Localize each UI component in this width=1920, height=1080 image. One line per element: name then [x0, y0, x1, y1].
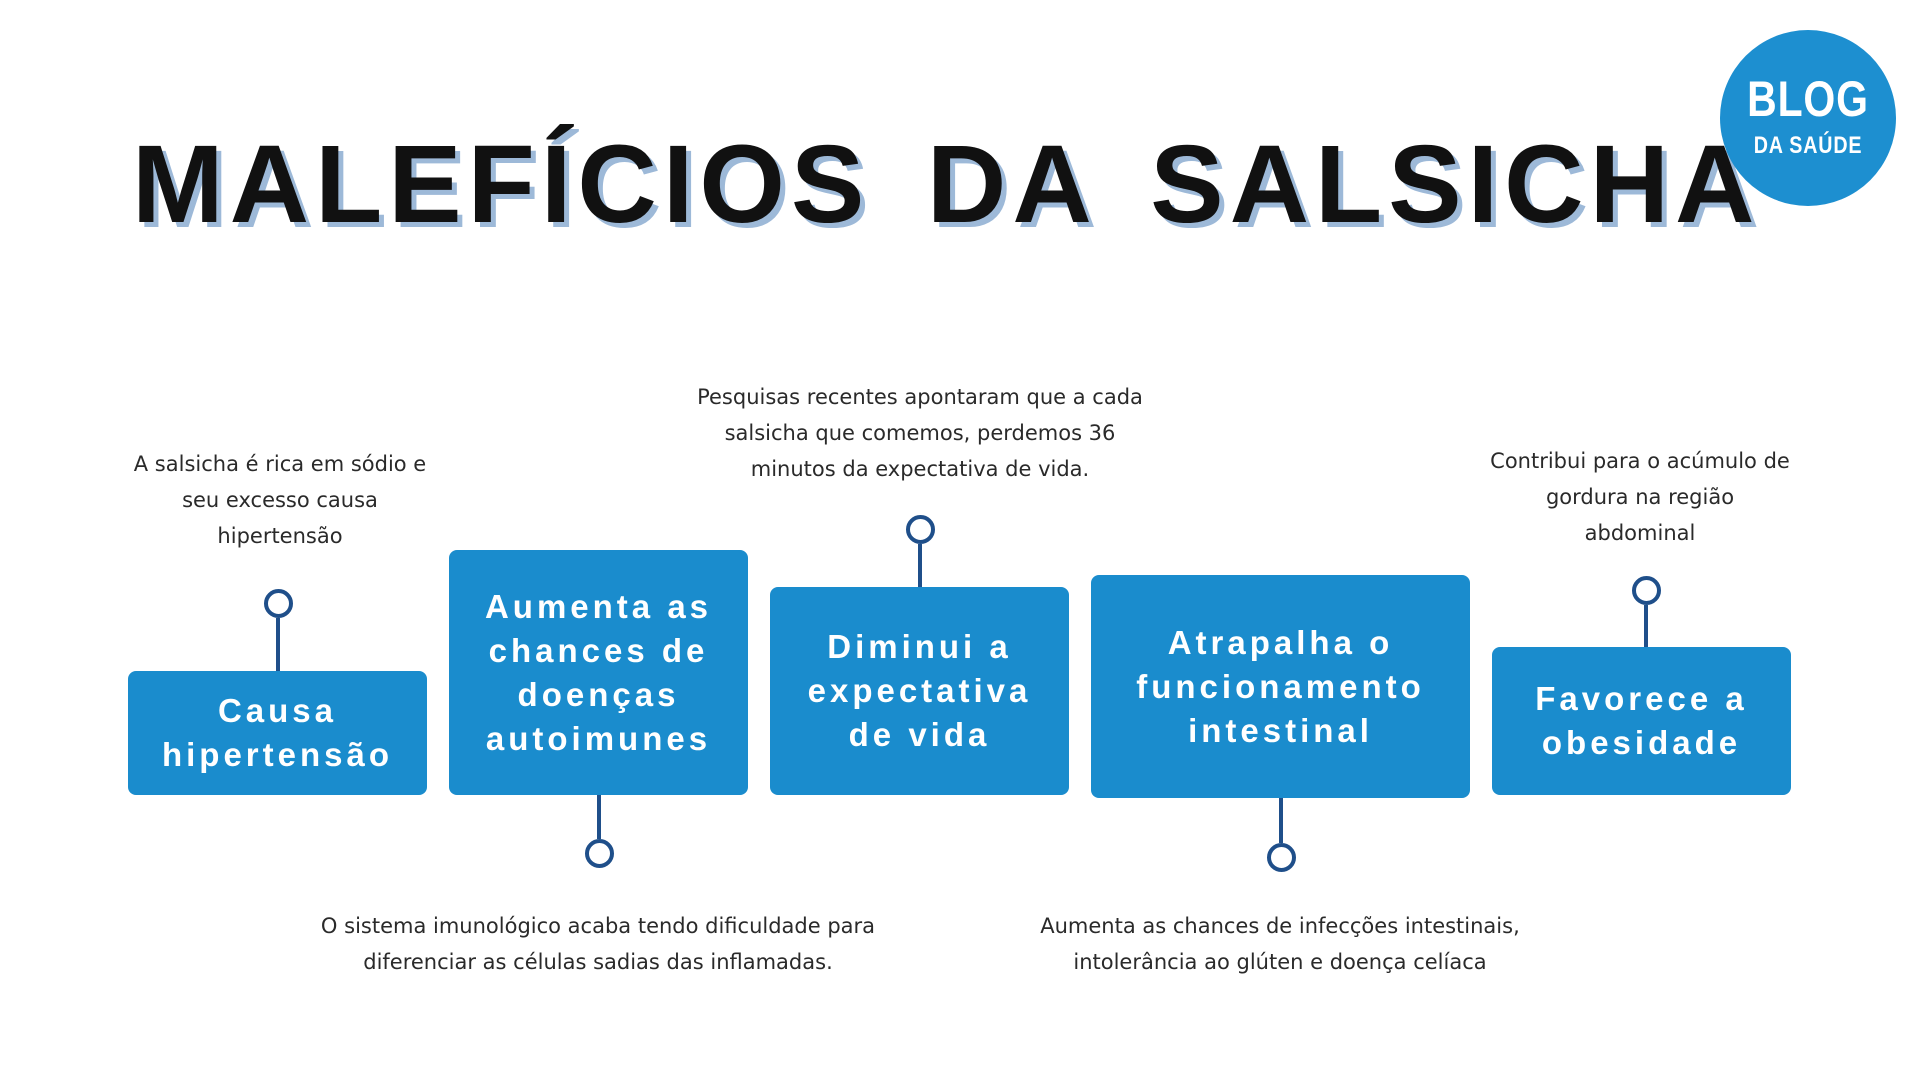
- item-2-box: Aumenta as chances de doenças autoimunes: [449, 550, 748, 795]
- item-2-description: O sistema imunológico acaba tendo dificu…: [320, 914, 876, 974]
- item-3-description: Pesquisas recentes apontaram que a cada …: [697, 385, 1143, 481]
- logo-line-1: BLOG: [1747, 71, 1869, 127]
- item-1-connector-dot: [264, 589, 293, 618]
- item-4-connector-line: [1279, 798, 1283, 843]
- item-3-box: Diminui a expectativa de vida: [770, 587, 1069, 795]
- item-3-label: Diminui a expectativa de vida: [807, 628, 1032, 753]
- item-1-label: Causa hipertensão: [161, 692, 394, 773]
- item-5-label: Favorece a obesidade: [1535, 680, 1748, 761]
- item-5-connector-dot: [1632, 576, 1661, 605]
- item-4-connector-dot: [1267, 843, 1296, 872]
- logo-line-2: DA SAÚDE: [1753, 132, 1863, 159]
- item-1-connector-line: [276, 618, 280, 672]
- item-2-connector-line: [597, 795, 601, 839]
- item-3-connector-line: [918, 544, 922, 587]
- item-5-description: Contribui para o acúmulo de gordura na r…: [1490, 449, 1790, 545]
- item-4-label: Atrapalha o funcionamento intestinal: [1136, 623, 1425, 749]
- item-4-box: Atrapalha o funcionamento intestinal: [1091, 575, 1470, 798]
- item-1-description: A salsicha é rica em sódio e seu excesso…: [133, 452, 427, 548]
- item-2-label: Aumenta as chances de doenças autoimunes: [484, 587, 713, 757]
- blog-logo: BLOG DA SAÚDE: [1720, 30, 1896, 206]
- item-5-connector-line: [1644, 605, 1648, 647]
- item-5-box: Favorece a obesidade: [1492, 647, 1791, 795]
- item-4-description: Aumenta as chances de infecções intestin…: [1040, 914, 1520, 974]
- page-title: MALEFÍCIOS DA SALSICHA: [132, 123, 1761, 246]
- item-2-connector-dot: [585, 839, 614, 868]
- item-3-connector-dot: [906, 515, 935, 544]
- item-1-box: Causa hipertensão: [128, 671, 427, 795]
